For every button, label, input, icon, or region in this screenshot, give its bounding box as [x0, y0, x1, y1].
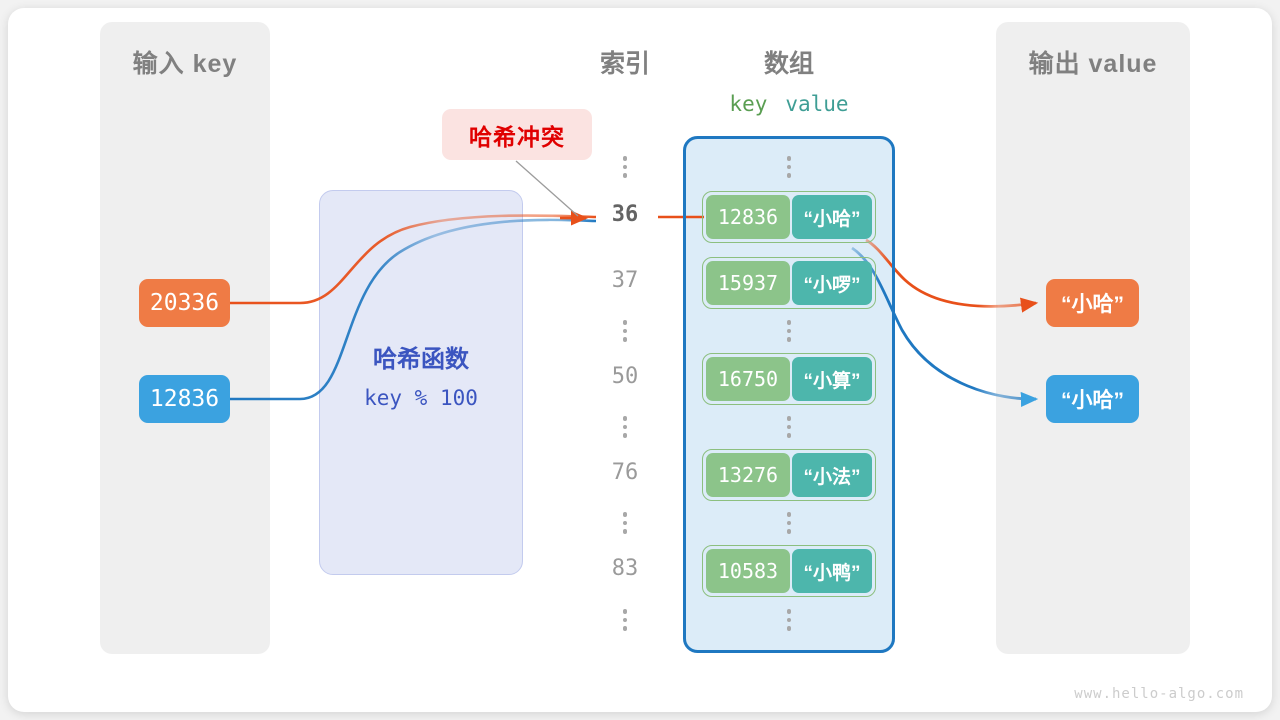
entry-key: 10583 — [706, 549, 790, 593]
ellipsis-dot — [622, 433, 628, 438]
ellipsis-icon — [592, 320, 658, 342]
ellipsis-icon — [756, 320, 822, 342]
ellipsis-dot — [622, 328, 628, 333]
hash-function-expression: key % 100 — [364, 386, 478, 410]
input-key-12836: 12836 — [139, 375, 230, 423]
entry-value: “小法” — [792, 453, 872, 497]
ellipsis-icon — [756, 416, 822, 438]
ellipsis-icon — [592, 609, 658, 631]
entry-value: “小啰” — [792, 261, 872, 305]
input-panel: 输入 key — [100, 22, 270, 654]
kv-header-key: key — [729, 92, 768, 116]
index-label-36: 36 — [611, 202, 639, 227]
hash-function-box: 哈希函数 key % 100 — [319, 190, 523, 575]
entry-key: 15937 — [706, 261, 790, 305]
ellipsis-icon — [592, 512, 658, 534]
array-entry-36: 12836“小哈” — [702, 191, 876, 243]
ellipsis-dot — [786, 512, 792, 517]
ellipsis-dot — [622, 512, 628, 517]
ellipsis-icon — [756, 609, 822, 631]
output-panel: 输出 value — [996, 22, 1190, 654]
ellipsis-icon — [756, 512, 822, 534]
entry-value: “小算” — [792, 357, 872, 401]
ellipsis-dot — [786, 156, 792, 161]
ellipsis-icon — [592, 156, 658, 178]
input-panel-title: 输入 key — [132, 50, 238, 78]
ellipsis-dot — [786, 617, 792, 622]
ellipsis-dot — [622, 156, 628, 161]
ellipsis-dot — [622, 424, 628, 429]
entry-key: 13276 — [706, 453, 790, 497]
ellipsis-dot — [622, 320, 628, 325]
ellipsis-dot — [622, 529, 628, 534]
ellipsis-dot — [786, 328, 792, 333]
array-kv-header: key value — [683, 92, 895, 116]
index-label-37: 37 — [611, 268, 639, 293]
collision-label: 哈希冲突 — [442, 109, 592, 160]
index-label-50: 50 — [611, 364, 639, 389]
ellipsis-dot — [786, 433, 792, 438]
ellipsis-dot — [622, 617, 628, 622]
index-column: 36 37 50 76 83 — [592, 0, 658, 720]
output-panel-title: 输出 value — [1028, 50, 1158, 78]
ellipsis-dot — [786, 626, 792, 631]
array-entry-37: 15937“小啰” — [702, 257, 876, 309]
ellipsis-dot — [622, 416, 628, 421]
kv-header-value: value — [785, 92, 849, 116]
input-key-20336: 20336 — [139, 279, 230, 327]
array-entry-50: 16750“小算” — [702, 353, 876, 405]
index-label-76: 76 — [611, 460, 639, 485]
ellipsis-dot — [622, 164, 628, 169]
ellipsis-dot — [622, 609, 628, 614]
ellipsis-dot — [622, 337, 628, 342]
hash-function-name: 哈希函数 — [373, 346, 469, 373]
ellipsis-dot — [786, 609, 792, 614]
ellipsis-dot — [786, 173, 792, 178]
ellipsis-dot — [786, 529, 792, 534]
entry-key: 12836 — [706, 195, 790, 239]
array-header: 数组 — [763, 50, 814, 78]
ellipsis-dot — [622, 626, 628, 631]
array-entry-76: 13276“小法” — [702, 449, 876, 501]
ellipsis-dot — [786, 416, 792, 421]
ellipsis-dot — [786, 337, 792, 342]
ellipsis-dot — [622, 520, 628, 525]
ellipsis-icon — [592, 416, 658, 438]
index-column-header: 索引 — [599, 50, 650, 78]
ellipsis-dot — [622, 173, 628, 178]
watermark: www.hello-algo.com — [1074, 686, 1244, 702]
ellipsis-dot — [786, 520, 792, 525]
ellipsis-dot — [786, 164, 792, 169]
entry-key: 16750 — [706, 357, 790, 401]
entry-value: “小鸭” — [792, 549, 872, 593]
entry-value: “小哈” — [792, 195, 872, 239]
array-entry-83: 10583“小鸭” — [702, 545, 876, 597]
index-label-83: 83 — [611, 556, 639, 581]
output-value-blue: “小哈” — [1046, 375, 1139, 423]
ellipsis-icon — [756, 156, 822, 178]
ellipsis-dot — [786, 424, 792, 429]
output-value-orange: “小哈” — [1046, 279, 1139, 327]
ellipsis-dot — [786, 320, 792, 325]
